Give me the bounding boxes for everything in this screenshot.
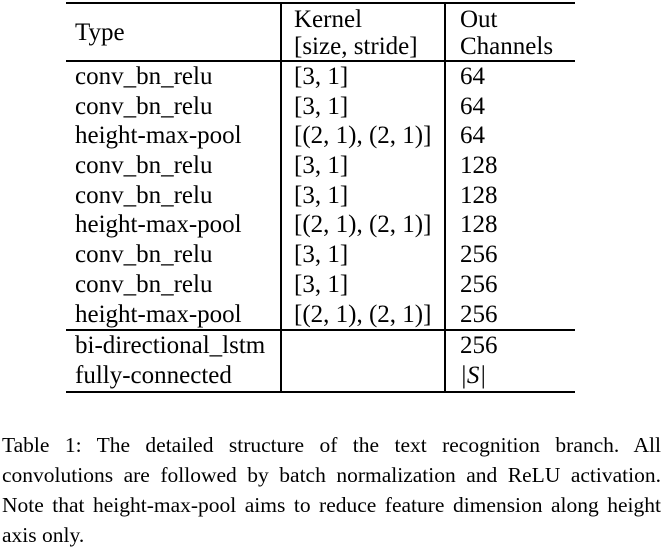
cell-out-channels: 64 — [444, 91, 575, 122]
col-header-out-line1: Out — [460, 6, 498, 33]
col-header-type-label: Type — [75, 19, 125, 46]
table-body-conv-group: conv_bn_relu [3, 1] 64 conv_bn_relu [3, … — [66, 62, 575, 330]
cell-type: conv_bn_relu — [75, 92, 213, 120]
col-header-type: Type — [66, 4, 280, 60]
cell-out-channels: 128 — [444, 180, 575, 211]
cell-out-channels: 256 — [444, 240, 575, 270]
table-row: conv_bn_relu [3, 1] 128 — [66, 180, 575, 211]
cell-kernel: [(2, 1), (2, 1)] — [280, 299, 444, 330]
cell-type: conv_bn_relu — [75, 181, 213, 209]
cell-kernel: [3, 1] — [280, 240, 444, 270]
col-header-kernel: Kernel [size, stride] — [280, 4, 444, 60]
table-row: conv_bn_relu [3, 1] 256 — [66, 269, 575, 300]
cell-out-channels: 256 — [444, 269, 575, 300]
cell-out-channels: 64 — [444, 121, 575, 152]
cell-out-channels: 128 — [444, 210, 575, 241]
cell-out-channels: 256 — [444, 331, 575, 361]
cell-kernel: [3, 1] — [280, 151, 444, 181]
cell-kernel — [280, 331, 444, 361]
cell-type: fully-connected — [75, 361, 232, 389]
table-row: conv_bn_relu [3, 1] 256 — [66, 240, 575, 270]
cell-type: conv_bn_relu — [75, 270, 213, 298]
cell-type: height-max-pool — [75, 300, 242, 328]
table-row: conv_bn_relu [3, 1] 64 — [66, 91, 575, 122]
table-header-row: Type Kernel [size, stride] Out Channels — [66, 4, 575, 62]
cell-out-channels: |S| — [444, 360, 575, 391]
cell-out-channels: 64 — [444, 62, 575, 92]
table-row: height-max-pool [(2, 1), (2, 1)] 256 — [66, 299, 575, 330]
cell-out-channels: 128 — [444, 151, 575, 181]
cell-kernel: [(2, 1), (2, 1)] — [280, 210, 444, 241]
col-header-out-line2: Channels — [460, 33, 554, 60]
col-header-kernel-line2: [size, stride] — [294, 33, 418, 60]
table-row: height-max-pool [(2, 1), (2, 1)] 64 — [66, 121, 575, 152]
table-row: conv_bn_relu [3, 1] 64 — [66, 62, 575, 92]
table-row: bi-directional_lstm 256 — [66, 331, 575, 361]
col-header-out-channels: Out Channels — [444, 4, 575, 60]
cell-type: bi-directional_lstm — [75, 332, 266, 360]
table-row: fully-connected |S| — [66, 360, 575, 391]
cell-type: conv_bn_relu — [75, 152, 213, 180]
cell-type: conv_bn_relu — [75, 63, 213, 90]
table-caption: Table 1: The detailed structure of the t… — [2, 433, 661, 547]
cell-type: height-max-pool — [75, 122, 242, 150]
cell-kernel: [3, 1] — [280, 180, 444, 211]
table-row: height-max-pool [(2, 1), (2, 1)] 128 — [66, 210, 575, 241]
cell-kernel: [3, 1] — [280, 62, 444, 92]
recognition-branch-table: Type Kernel [size, stride] Out Channels … — [66, 2, 575, 393]
table-row: conv_bn_relu [3, 1] 128 — [66, 151, 575, 181]
table-body-sequence-group: bi-directional_lstm 256 fully-connected … — [66, 329, 575, 391]
cell-kernel: [3, 1] — [280, 91, 444, 122]
cell-kernel: [3, 1] — [280, 269, 444, 300]
cell-kernel — [280, 360, 444, 391]
cell-out-channels: 256 — [444, 299, 575, 330]
cell-type: conv_bn_relu — [75, 241, 213, 269]
col-header-kernel-line1: Kernel — [294, 6, 363, 33]
cell-kernel: [(2, 1), (2, 1)] — [280, 121, 444, 152]
cell-type: height-max-pool — [75, 211, 242, 239]
